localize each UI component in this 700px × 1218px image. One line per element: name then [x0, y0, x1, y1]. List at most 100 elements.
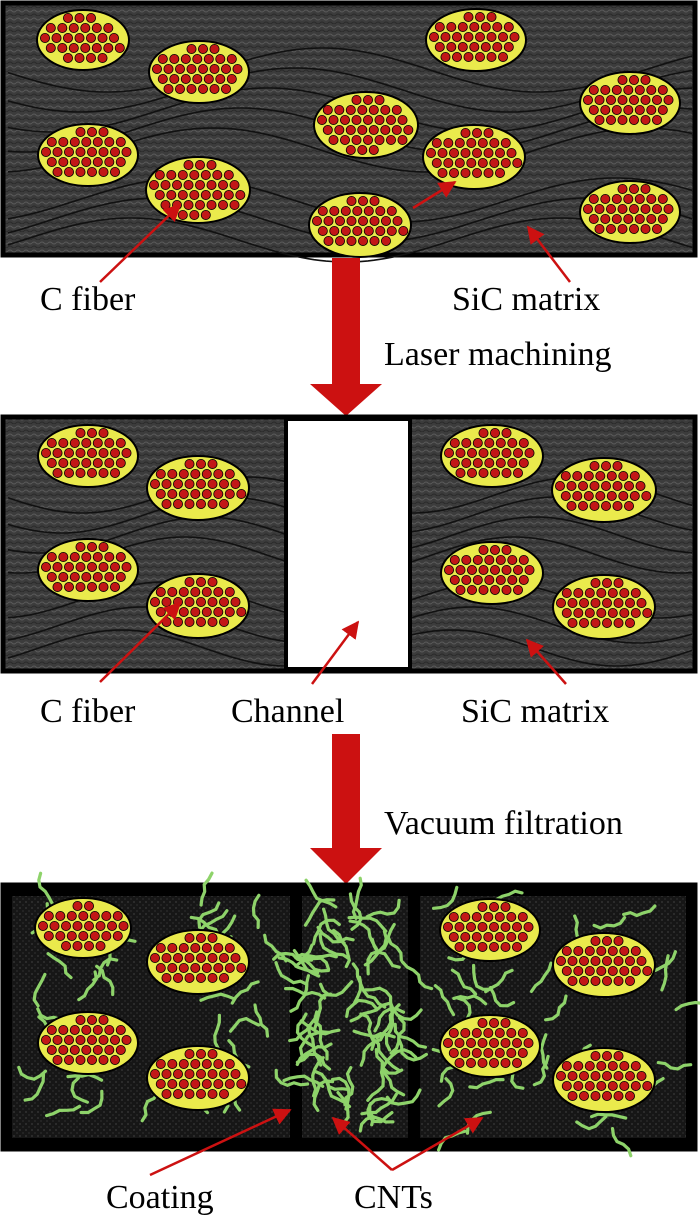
stage1-matrix-pointer-arrow	[526, 225, 571, 283]
fiber-bundle	[36, 9, 130, 71]
cnt-strand	[366, 1101, 394, 1124]
matrix-wave-line	[7, 47, 693, 93]
cnt-strand	[349, 1002, 391, 1023]
cnt-strand	[488, 986, 516, 1008]
cnt-strand	[386, 922, 403, 962]
cnt-strand	[345, 998, 379, 1018]
cnt-strand	[298, 1030, 330, 1057]
fiber-bundle	[37, 538, 139, 602]
cnt-strand	[288, 1010, 319, 1043]
stage1-fiber-pointer-arrow	[99, 203, 182, 283]
cnt-strand	[292, 949, 330, 973]
cnts-label: CNTs	[354, 1179, 433, 1216]
cnt-strand	[365, 898, 401, 919]
cnt-strand	[363, 929, 388, 967]
stage2-matrix-label: SiC matrix	[461, 693, 609, 730]
cnt-strand	[77, 970, 99, 1002]
coating-pointer-arrow	[149, 1108, 292, 1177]
coating-label: Coating	[106, 1179, 214, 1216]
cnts-pointer-arrow-left	[331, 1116, 393, 1171]
cnt-strand	[373, 1007, 406, 1033]
cnt-strand	[294, 956, 331, 971]
fiber-bundle	[145, 156, 251, 224]
cnt-strand	[360, 1092, 398, 1116]
fiber-bundle	[552, 574, 656, 640]
cnt-strand	[384, 1008, 395, 1052]
cnt-strand	[397, 1037, 428, 1062]
laser-channel	[284, 417, 412, 671]
cnt-strand	[351, 876, 363, 920]
fiber-bundle	[313, 91, 419, 159]
cnt-strand	[282, 1074, 325, 1088]
fiber-bundle	[146, 929, 250, 995]
cnt-strand	[37, 871, 54, 906]
fiber-bundle	[37, 424, 139, 488]
fiber-bundle	[440, 541, 544, 605]
cnt-strand	[366, 940, 389, 976]
fiber-bundle	[552, 1047, 656, 1113]
process-arrow-1	[310, 258, 382, 416]
cnt-strand	[400, 960, 434, 991]
fiber-bundle	[34, 897, 132, 959]
cnt-strand	[199, 871, 214, 907]
stage2-fiber-label: C fiber	[40, 693, 136, 730]
cnt-strand	[45, 1104, 82, 1118]
stage1-inner-pointer-arrow	[412, 180, 457, 210]
cnt-strand	[590, 1112, 628, 1120]
cnt-strand	[303, 898, 336, 927]
cnt-strand	[274, 1068, 310, 1088]
cnt-strand	[468, 1078, 505, 1090]
cnt-strand	[263, 933, 288, 963]
fiber-bundle	[425, 8, 527, 72]
cnt-strand	[370, 937, 401, 969]
stage1-panel	[0, 0, 698, 263]
cnt-strand	[622, 904, 657, 918]
fiber-bundle	[579, 71, 681, 135]
cnt-strand	[213, 1013, 221, 1051]
fiber-bundle	[148, 40, 250, 104]
cnt-strand	[311, 1056, 325, 1098]
cnt-strand	[197, 901, 221, 929]
cnt-strand	[393, 1022, 427, 1049]
cnt-strand	[322, 907, 346, 945]
cnt-strand	[23, 1072, 46, 1102]
cnt-strand	[318, 932, 351, 961]
cnt-strand	[46, 952, 73, 980]
cnt-strand	[433, 984, 456, 1017]
stage3-fiber-bundles	[34, 897, 656, 1113]
cnt-strand	[32, 972, 47, 1008]
cnt-strand	[319, 980, 354, 997]
cnt-strand	[592, 916, 627, 930]
cnt-strand	[294, 952, 338, 960]
cnt-strand	[199, 992, 236, 1002]
fiber-bundle	[146, 455, 250, 521]
cnt-strand	[295, 1012, 315, 1048]
cnt-strand	[189, 915, 221, 938]
cnt-strand	[274, 961, 309, 986]
cnt-strand	[610, 1127, 633, 1158]
cnt-strand	[313, 1069, 351, 1092]
cnt-strand	[544, 994, 568, 1022]
cnt-strand	[366, 1064, 385, 1102]
cnt-strand	[253, 1003, 270, 1038]
fiber-bundle	[439, 898, 541, 962]
stage2-matrix-pointer-arrow	[525, 638, 567, 685]
stage3-panel	[0, 871, 700, 1158]
matrix-wave-line	[7, 67, 693, 113]
cnt-strand	[228, 1016, 261, 1033]
cnt-strand	[332, 928, 351, 969]
cnt-strand	[359, 1031, 386, 1067]
stage2-channel-label: Channel	[231, 693, 344, 730]
cnt-strand	[381, 1048, 418, 1069]
cnt-strand	[380, 1060, 406, 1097]
cnt-strand	[452, 994, 488, 1006]
stage2-fiber-bundles	[37, 424, 657, 640]
cnt-strand	[660, 954, 670, 992]
cnt-strand	[295, 1052, 332, 1071]
cnt-strand	[230, 980, 260, 1005]
vacuum-filtration-label: Vacuum filtration	[384, 805, 623, 842]
cnt-strand	[17, 1065, 48, 1081]
cnt-strand	[304, 878, 338, 909]
fiber-bundle	[579, 180, 681, 244]
